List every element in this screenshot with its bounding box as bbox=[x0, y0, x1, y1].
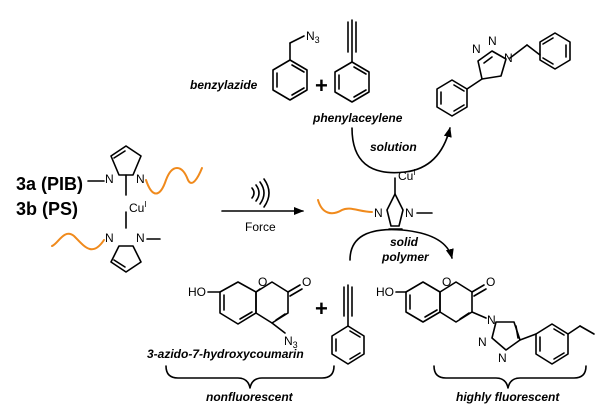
triazole-product-top: N N N bbox=[436, 32, 571, 117]
compound-3b-label: 3b (PS) bbox=[16, 199, 78, 219]
solution-arrow bbox=[351, 127, 452, 174]
azidocoumarin-structure: HO O O N3 bbox=[188, 275, 311, 350]
force-label: Force bbox=[245, 220, 276, 234]
mono-nhc-copper: N N CuI bbox=[317, 168, 433, 230]
azidocoumarin-label: 3-azido-7-hydroxycoumarin bbox=[147, 347, 304, 361]
phenylacetylene-label: phenylaceylene bbox=[312, 111, 403, 125]
ultrasound-icon bbox=[251, 178, 270, 208]
svg-text:O: O bbox=[442, 275, 451, 289]
svg-text:N: N bbox=[487, 313, 496, 327]
bis-nhc-copper-complex: N N CuI N N bbox=[51, 145, 203, 273]
svg-text:O: O bbox=[486, 275, 495, 289]
polymer-chain-mid bbox=[317, 199, 373, 215]
nonfluorescent-label: nonfluorescent bbox=[206, 390, 294, 404]
azide-group: N3 bbox=[284, 334, 298, 350]
plus-sign-bottom: + bbox=[315, 296, 328, 321]
svg-text:N: N bbox=[136, 231, 145, 245]
azide-n-label: N3 bbox=[306, 29, 320, 45]
copper-mid: CuI bbox=[398, 168, 416, 183]
benzylazide-structure: N3 bbox=[272, 29, 320, 101]
solution-label: solution bbox=[370, 140, 417, 154]
highly-fluorescent-label: highly fluorescent bbox=[456, 390, 560, 404]
svg-text:N: N bbox=[498, 351, 507, 365]
svg-text:O: O bbox=[258, 275, 267, 289]
svg-text:HO: HO bbox=[376, 285, 394, 299]
copper-center: CuI bbox=[129, 200, 147, 215]
svg-text:N: N bbox=[405, 206, 414, 220]
compound-3a-label: 3a (PIB) bbox=[16, 174, 83, 194]
brace-right bbox=[433, 365, 587, 389]
polymer-chain-bottom bbox=[51, 232, 105, 251]
svg-text:N: N bbox=[478, 335, 487, 349]
svg-text:N: N bbox=[136, 172, 145, 186]
brace-left bbox=[165, 365, 335, 389]
svg-text:N: N bbox=[488, 34, 497, 48]
svg-text:O: O bbox=[302, 275, 311, 289]
svg-text:N: N bbox=[472, 42, 481, 56]
svg-text:N: N bbox=[105, 172, 114, 186]
phenylacetylene-structure bbox=[334, 19, 370, 103]
solid-polymer-arrow bbox=[349, 228, 454, 261]
plus-sign-top: + bbox=[315, 73, 328, 98]
svg-text:HO: HO bbox=[188, 285, 206, 299]
polymer-label: polymer bbox=[381, 250, 430, 264]
phenylacetylene-structure-bottom bbox=[331, 284, 365, 365]
polymer-chain-top bbox=[145, 167, 203, 195]
solid-label: solid bbox=[390, 235, 419, 249]
svg-text:N: N bbox=[504, 51, 513, 65]
svg-text:N: N bbox=[374, 206, 383, 220]
benzylazide-label: benzylazide bbox=[190, 78, 258, 92]
fluorescent-product: HO O O N N N bbox=[376, 275, 595, 365]
svg-text:N: N bbox=[105, 231, 114, 245]
